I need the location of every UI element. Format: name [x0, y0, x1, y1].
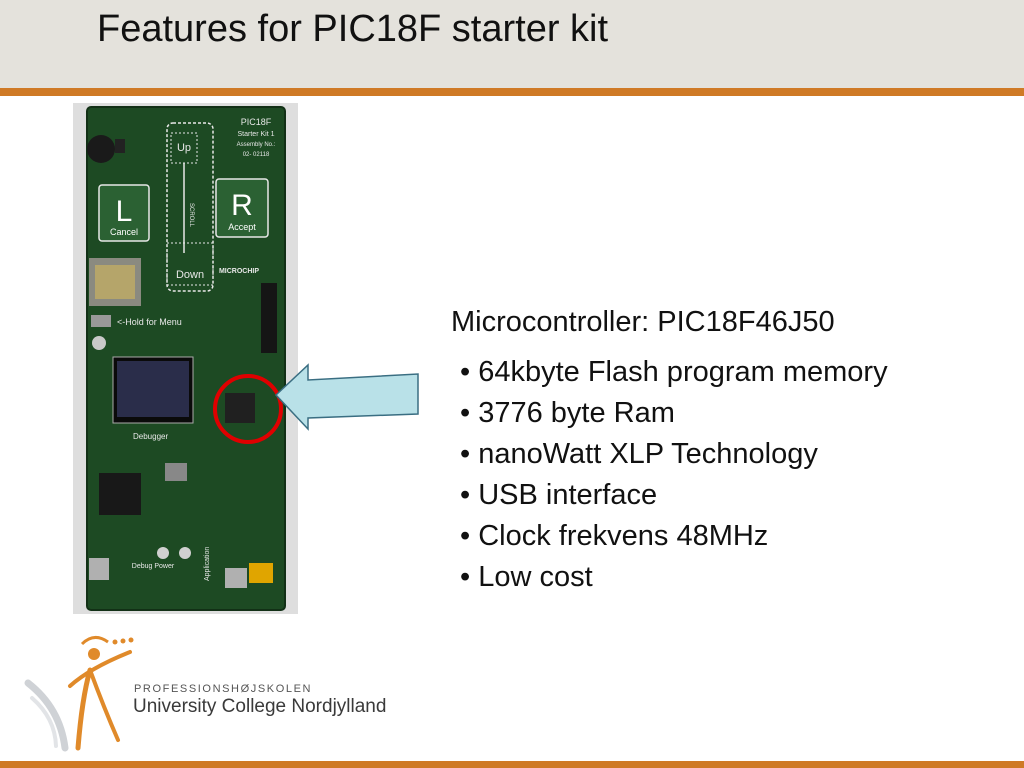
list-item: • 64kbyte Flash program memory	[460, 356, 888, 388]
list-item: • Low cost	[460, 561, 593, 593]
feature-list: • 64kbyte Flash program memory • 3776 by…	[460, 352, 888, 598]
microcontroller-heading: Microcontroller: PIC18F46J50	[451, 306, 835, 338]
board-accept-label: Accept	[228, 222, 256, 232]
board-right-key: R	[231, 189, 253, 222]
board-scroll-label: SCROLL	[188, 203, 194, 228]
board-debugger-label: Debugger	[133, 432, 168, 441]
list-item: • 3776 byte Ram	[460, 397, 675, 429]
board-brand-label: MICROCHIP	[219, 268, 259, 275]
board-cancel-label: Cancel	[110, 227, 138, 237]
board-debug-power-label: Debug Power	[132, 563, 175, 570]
pointer-arrow	[274, 363, 419, 431]
starter-kit-photo: PIC18F Starter Kit 1 Assembly No.: 02- 0…	[73, 103, 298, 614]
board-up-label: Up	[177, 142, 191, 154]
board-left-key: L	[116, 195, 133, 228]
board-kit-label: Starter Kit 1	[238, 131, 275, 138]
board-assembly-label: Assembly No.:	[237, 142, 276, 148]
title-bar	[0, 0, 1024, 88]
header-divider	[0, 88, 1024, 96]
slide-title: Features for PIC18F starter kit	[97, 8, 609, 50]
board-title-label: PIC18F	[241, 117, 272, 127]
board-down-label: Down	[176, 269, 204, 281]
board-application-label: Application	[204, 547, 211, 581]
list-item: • Clock frekvens 48MHz	[460, 520, 769, 552]
logo-college-name: University College Nordjylland	[133, 696, 387, 717]
list-item: • USB interface	[460, 479, 658, 511]
footer-divider	[0, 761, 1024, 768]
logo-school-label: PROFESSIONSHØJSKOLEN	[134, 683, 313, 695]
board-assembly-number: 02- 02118	[243, 152, 270, 158]
board-hold-label: <-Hold for Menu	[117, 317, 182, 327]
list-item: • nanoWatt XLP Technology	[460, 438, 818, 470]
college-logo-icon	[24, 636, 134, 752]
